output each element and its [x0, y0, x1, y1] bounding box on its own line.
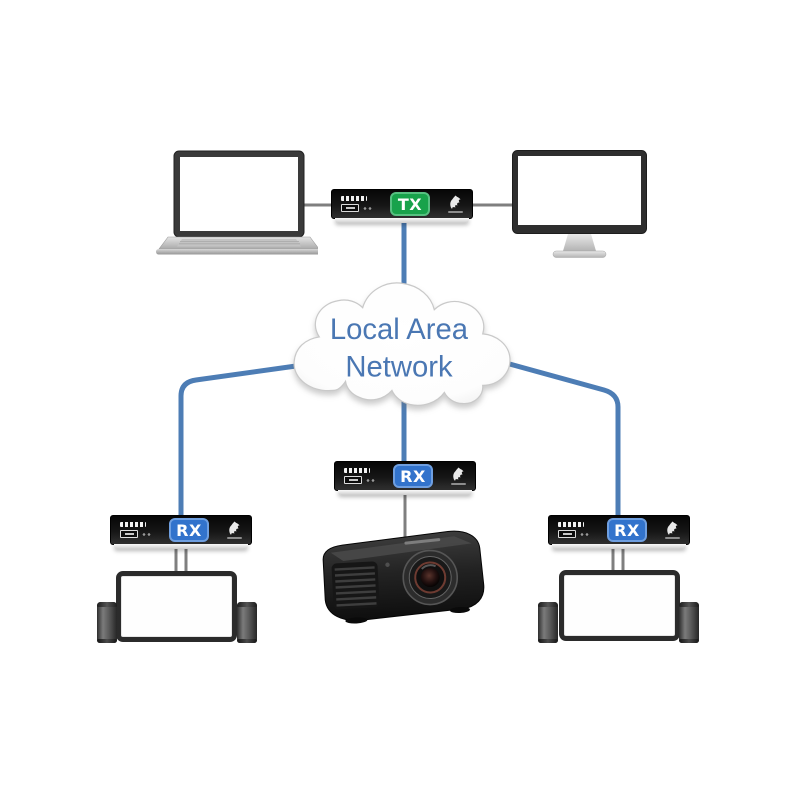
desktop-monitor	[512, 150, 647, 258]
tv-left	[116, 571, 237, 642]
adder-dragon-logo-icon	[667, 521, 678, 535]
usb-icon	[363, 205, 372, 211]
cloud-label-line2: Network	[345, 351, 453, 383]
rx-left-badge: RX	[169, 518, 209, 542]
adder-wordmark	[120, 522, 146, 527]
rx-center-front-right	[451, 467, 466, 485]
link-cloud-rxleft	[178, 363, 299, 528]
projector	[322, 530, 485, 624]
monitor-base	[552, 250, 607, 258]
adder-dragon-logo-icon	[450, 195, 461, 209]
laptop-key-rows	[179, 241, 300, 245]
tx-extender-unit: TX	[331, 189, 473, 223]
projector-indicator	[385, 562, 390, 567]
rx-left-extender-unit: RX	[110, 515, 252, 549]
brand-text-mark	[665, 537, 680, 539]
adder-dragon-logo-icon	[229, 521, 240, 535]
projector-vent-slats	[334, 566, 377, 607]
usb-port	[120, 530, 138, 538]
speaker-right-of-tv-left	[237, 602, 257, 643]
lan-cloud: Local Area Network	[293, 282, 511, 406]
brand-text-mark	[448, 211, 463, 213]
cloud-label-line1: Local Area	[330, 314, 469, 346]
rx-right-front-left	[558, 522, 589, 538]
brand-text-mark	[451, 483, 466, 485]
projector-foot-left	[345, 617, 368, 624]
monitor-screen	[518, 156, 641, 225]
projector-lens-glass	[420, 568, 440, 588]
laptop-keyboard	[177, 239, 301, 247]
projector-foot-right	[449, 606, 470, 614]
tx-front-right	[448, 195, 463, 213]
blue-network-links	[178, 217, 621, 528]
laptop	[156, 150, 318, 255]
rx-right-front-right	[665, 521, 680, 539]
rx-center-extender-unit: RX	[334, 461, 476, 495]
speaker-right-of-tv-right	[679, 602, 699, 643]
tx-badge: TX	[390, 192, 430, 216]
adder-wordmark	[341, 196, 367, 201]
rx-left-front-left	[120, 522, 151, 538]
adder-wordmark	[558, 522, 584, 527]
rx-right-badge: RX	[607, 518, 647, 542]
usb-port	[341, 204, 359, 212]
usb-icon	[366, 477, 375, 483]
brand-text-mark	[227, 537, 242, 539]
projector-lens-highlight	[421, 564, 437, 570]
usb-icon	[142, 531, 151, 537]
rx-center-front-left	[344, 468, 375, 484]
usb-port	[558, 530, 576, 538]
rx-right-extender-unit: RX	[548, 515, 690, 549]
adder-dragon-logo-icon	[453, 467, 464, 481]
tv-right	[559, 570, 680, 641]
laptop-screen	[180, 157, 298, 231]
laptop-base-edge	[156, 249, 318, 255]
rx-center-badge: RX	[393, 464, 433, 488]
adder-wordmark	[344, 468, 370, 473]
projector-body-group	[322, 530, 485, 624]
tx-front-left	[341, 196, 372, 212]
speaker-left-of-tv-left	[97, 602, 117, 643]
projector-top-face	[330, 536, 472, 562]
projector-brand-mark	[404, 538, 441, 545]
usb-port	[344, 476, 362, 484]
monitor-neck	[563, 234, 596, 251]
rx-left-front-right	[227, 521, 242, 539]
link-cloud-rxright	[503, 360, 621, 528]
usb-icon	[580, 531, 589, 537]
speaker-left-of-tv-right	[538, 602, 558, 643]
cloud-shape	[293, 282, 511, 406]
